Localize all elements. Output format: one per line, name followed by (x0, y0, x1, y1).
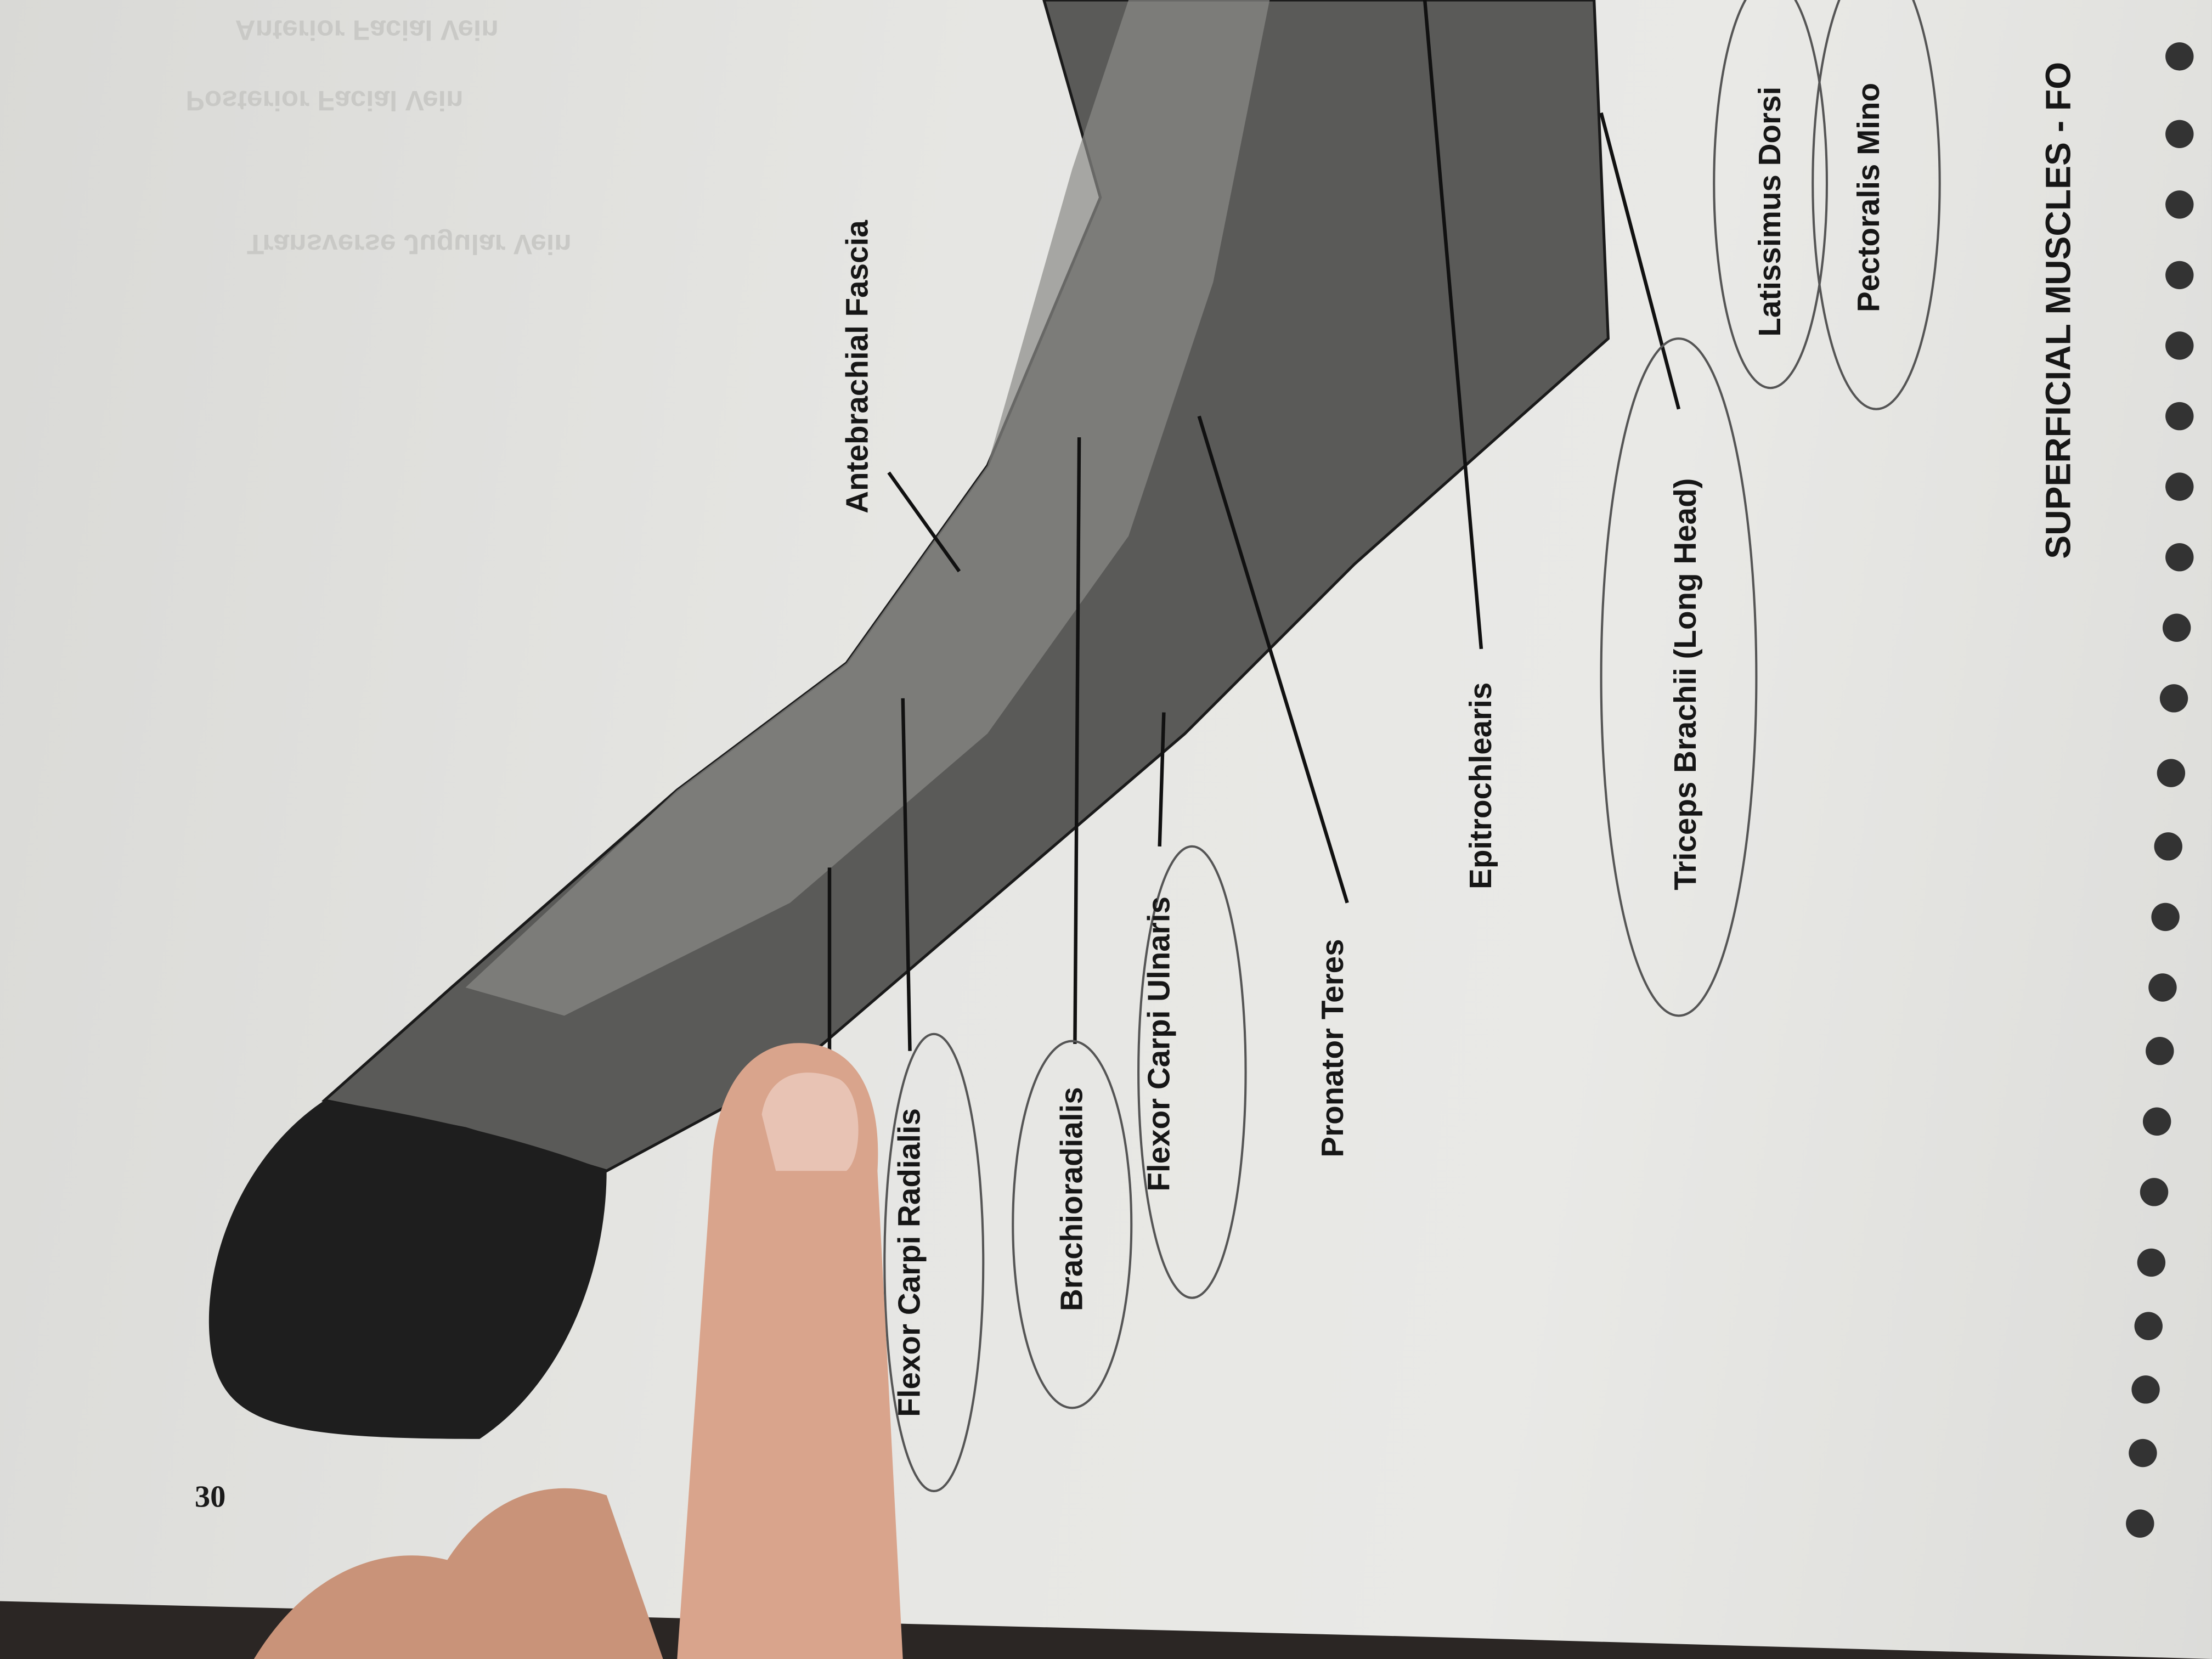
label-triceps-brachii: Triceps Brachii (Long Head) (1667, 478, 1703, 890)
page-number: 30 (194, 1478, 226, 1514)
paw-photo (208, 1100, 607, 1439)
pointing-finger (677, 1043, 903, 1659)
bleed-through-text: Posterior Facial Vein (185, 83, 464, 115)
label-brachioradialis: Brachioradialis (1053, 1087, 1090, 1312)
label-pronator-teres: Pronator Teres (1314, 939, 1350, 1158)
label-latissimus-dorsi: Latissimus Dorsi (1752, 86, 1787, 337)
label-antebrachial-fascia: Antebrachial Fascia (839, 220, 875, 514)
arrow-pronator-teres (1197, 415, 1349, 904)
page-heading: SUPERFICIAL MUSCLES - FO (2039, 61, 2079, 559)
arrow-flexor-carpi-ulnaris (1158, 712, 1166, 847)
label-epitrochlearis: Epitrochlearis (1463, 682, 1498, 889)
bleed-through-text: Anterior Facial Vein (235, 13, 499, 44)
other-fingers (253, 1488, 663, 1659)
label-pectoralis-minor: Pectoralis Mino (1850, 82, 1886, 313)
fingernail (761, 1073, 859, 1171)
forelimb-highlight (465, 0, 1270, 1016)
label-flexor-carpi-ulnaris: Flexor Carpi Ulnaris (1141, 896, 1177, 1192)
leader-lines (827, 0, 1681, 1051)
spiral-binding (2126, 42, 2194, 1538)
arrow-flexor-carpi-radialis (901, 698, 912, 1051)
label-flexor-carpi-radialis: Flexor Carpi Radialis (891, 1108, 927, 1417)
pencil-circles (883, 0, 1941, 1493)
bleed-through-text: Transverse Jugular Vein (246, 228, 572, 259)
arrow-brachioradialis (1073, 437, 1081, 1044)
arrow-epitrochlearis (1423, 0, 1483, 650)
arrow-antebrachial-fascia (887, 471, 961, 573)
arrow-triceps (1599, 112, 1681, 410)
